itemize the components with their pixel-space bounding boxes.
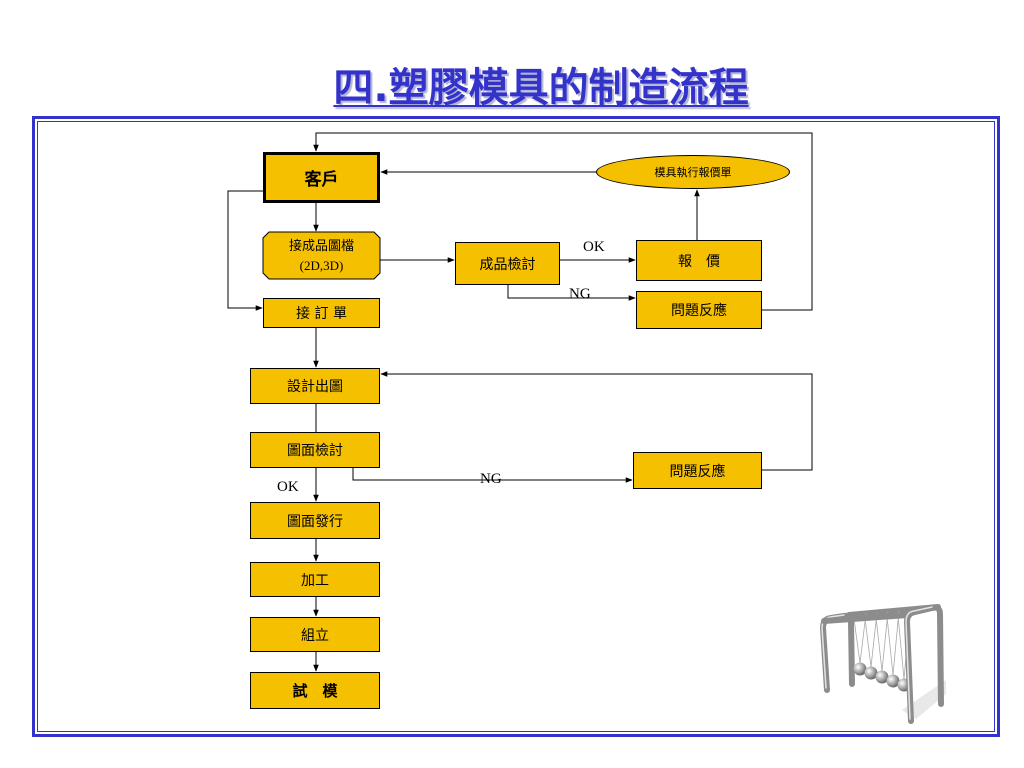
cradle-ball [875, 670, 889, 684]
node-feedback-bottom: 問題反應 [633, 452, 762, 489]
edge-drawing-review-to-feedback-bottom [352, 468, 633, 483]
cradle-string [881, 611, 889, 672]
content-frame-inner-border [37, 121, 995, 732]
cradle-near-rod [821, 612, 911, 624]
node-drawing-release: 圖面發行 [250, 502, 380, 539]
cradle-string [897, 615, 905, 680]
edge-label-product-ng: NG [569, 286, 591, 302]
edge-product-review-to-feedback-top [507, 285, 636, 301]
node-trial-mold: 試 模 [250, 672, 380, 709]
content-frame [32, 116, 1000, 737]
node-feedback-top: 問題反應 [636, 291, 762, 329]
receive-drawing-shape [262, 231, 381, 280]
slide-title: 四.塑膠模具的制造流程 [333, 65, 749, 111]
node-machining: 加工 [250, 562, 380, 597]
cradle-string [864, 617, 872, 668]
cradle-string [853, 618, 861, 664]
node-receive-order: 接 訂 單 [263, 298, 380, 328]
node-receive-drawing: 接成品圖檔 (2D,3D) [263, 232, 380, 279]
cradle-ball [886, 674, 900, 688]
node-quotation: 報 價 [636, 240, 762, 281]
node-drawing-review: 圖面檢討 [250, 432, 380, 468]
cradle-string [870, 612, 878, 668]
cradle-right-frame [904, 604, 944, 724]
node-product-review: 成品檢討 [455, 242, 560, 285]
cradle-ball [864, 666, 878, 680]
cradle-left-frame [820, 612, 855, 693]
edge-customer-to-receive-order [227, 190, 263, 311]
cradle-string [875, 617, 883, 672]
cradle-string [892, 610, 900, 676]
edge-label-drawing-ng: NG [480, 471, 502, 487]
node-receive-drawing-line2: (2D,3D) [299, 257, 344, 273]
cradle-string [859, 613, 867, 664]
edge-feedback-bottom-to-design-drawing [380, 371, 813, 471]
newtons-cradle-icon [820, 604, 946, 724]
edge-label-product-ok: OK [583, 239, 605, 255]
node-quote-sheet: 模具執行報價單 [596, 155, 790, 189]
node-design-drawing: 設計出圖 [250, 368, 380, 404]
edge-label-drawing-ok: OK [277, 479, 299, 495]
edge-feedback-top-to-customer [313, 132, 813, 311]
node-assembly: 組立 [250, 617, 380, 652]
node-customer: 客戶 [263, 152, 380, 203]
cradle-right-frame-highlight [905, 606, 933, 720]
cradle-string [886, 616, 894, 676]
node-receive-drawing-line1: 接成品圖檔 [288, 238, 354, 254]
cradle-ball [853, 662, 867, 676]
